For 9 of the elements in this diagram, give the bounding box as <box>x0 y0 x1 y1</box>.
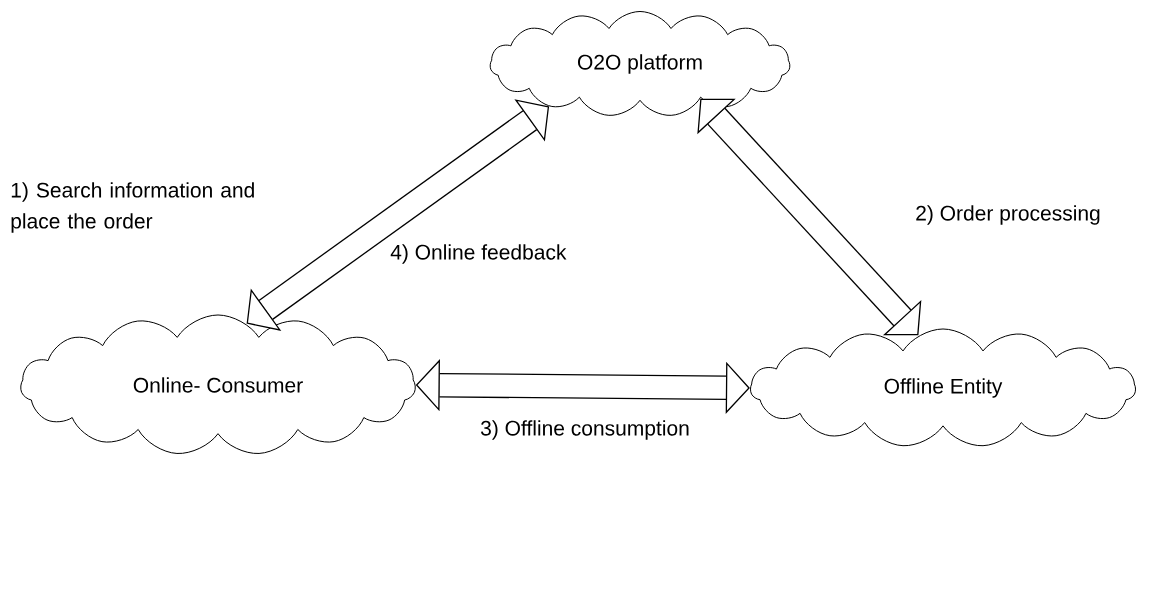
double-arrow <box>246 99 550 331</box>
edge-label: 1) Search information and place the order <box>11 182 254 233</box>
edge-label: 2) Order processing <box>916 205 1100 225</box>
edge-label: 3) Offline consumption <box>480 420 689 440</box>
cloud: Offline Entity <box>750 328 1137 447</box>
double-arrow <box>697 98 922 336</box>
cloud: O2O platform <box>489 11 791 116</box>
cloud: Online- Consumer <box>20 314 416 454</box>
text-label: 4) Online feedback <box>390 244 567 264</box>
